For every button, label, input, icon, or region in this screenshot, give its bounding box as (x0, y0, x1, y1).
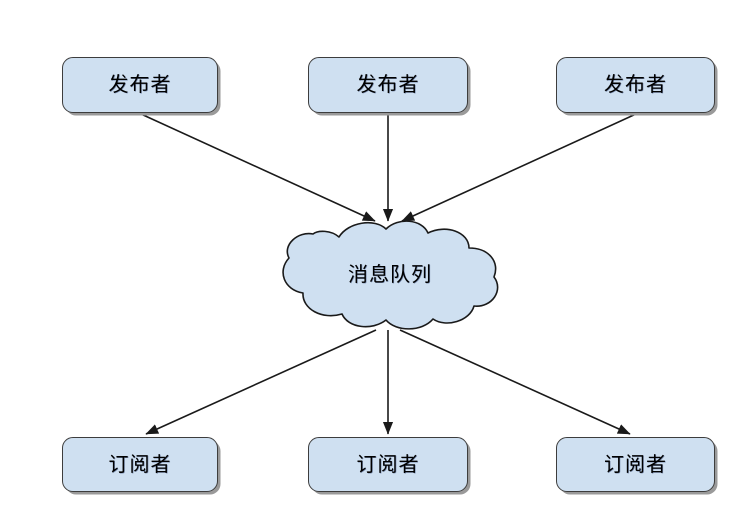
publisher-node-3-label: 发布者 (604, 74, 667, 96)
subscriber-node-2[interactable]: 订阅者 (308, 437, 468, 492)
publisher-node-2-label: 发布者 (356, 74, 420, 96)
queue-to-subscriber-1 (145, 329, 377, 435)
cloud-icon (282, 220, 499, 330)
publisher-1-to-queue (140, 113, 376, 222)
publisher-node-1-label: 发布者 (108, 74, 172, 96)
publisher-3-to-queue (401, 113, 637, 222)
message-queue-label: 消息队列 (348, 263, 432, 286)
subscriber-node-3-label: 订阅者 (604, 453, 667, 476)
queue-to-subscriber-3 (399, 329, 631, 435)
subscriber-node-1[interactable]: 订阅者 (62, 437, 218, 492)
message-queue-node[interactable]: 消息队列 (276, 220, 504, 332)
subscriber-node-3[interactable]: 订阅者 (556, 437, 715, 492)
publisher-node-1[interactable]: 发布者 (62, 57, 218, 113)
publisher-node-3[interactable]: 发布者 (556, 57, 715, 113)
subscriber-node-1-label: 订阅者 (108, 453, 172, 476)
publisher-node-2[interactable]: 发布者 (308, 57, 468, 113)
subscriber-node-2-label: 订阅者 (356, 453, 420, 476)
